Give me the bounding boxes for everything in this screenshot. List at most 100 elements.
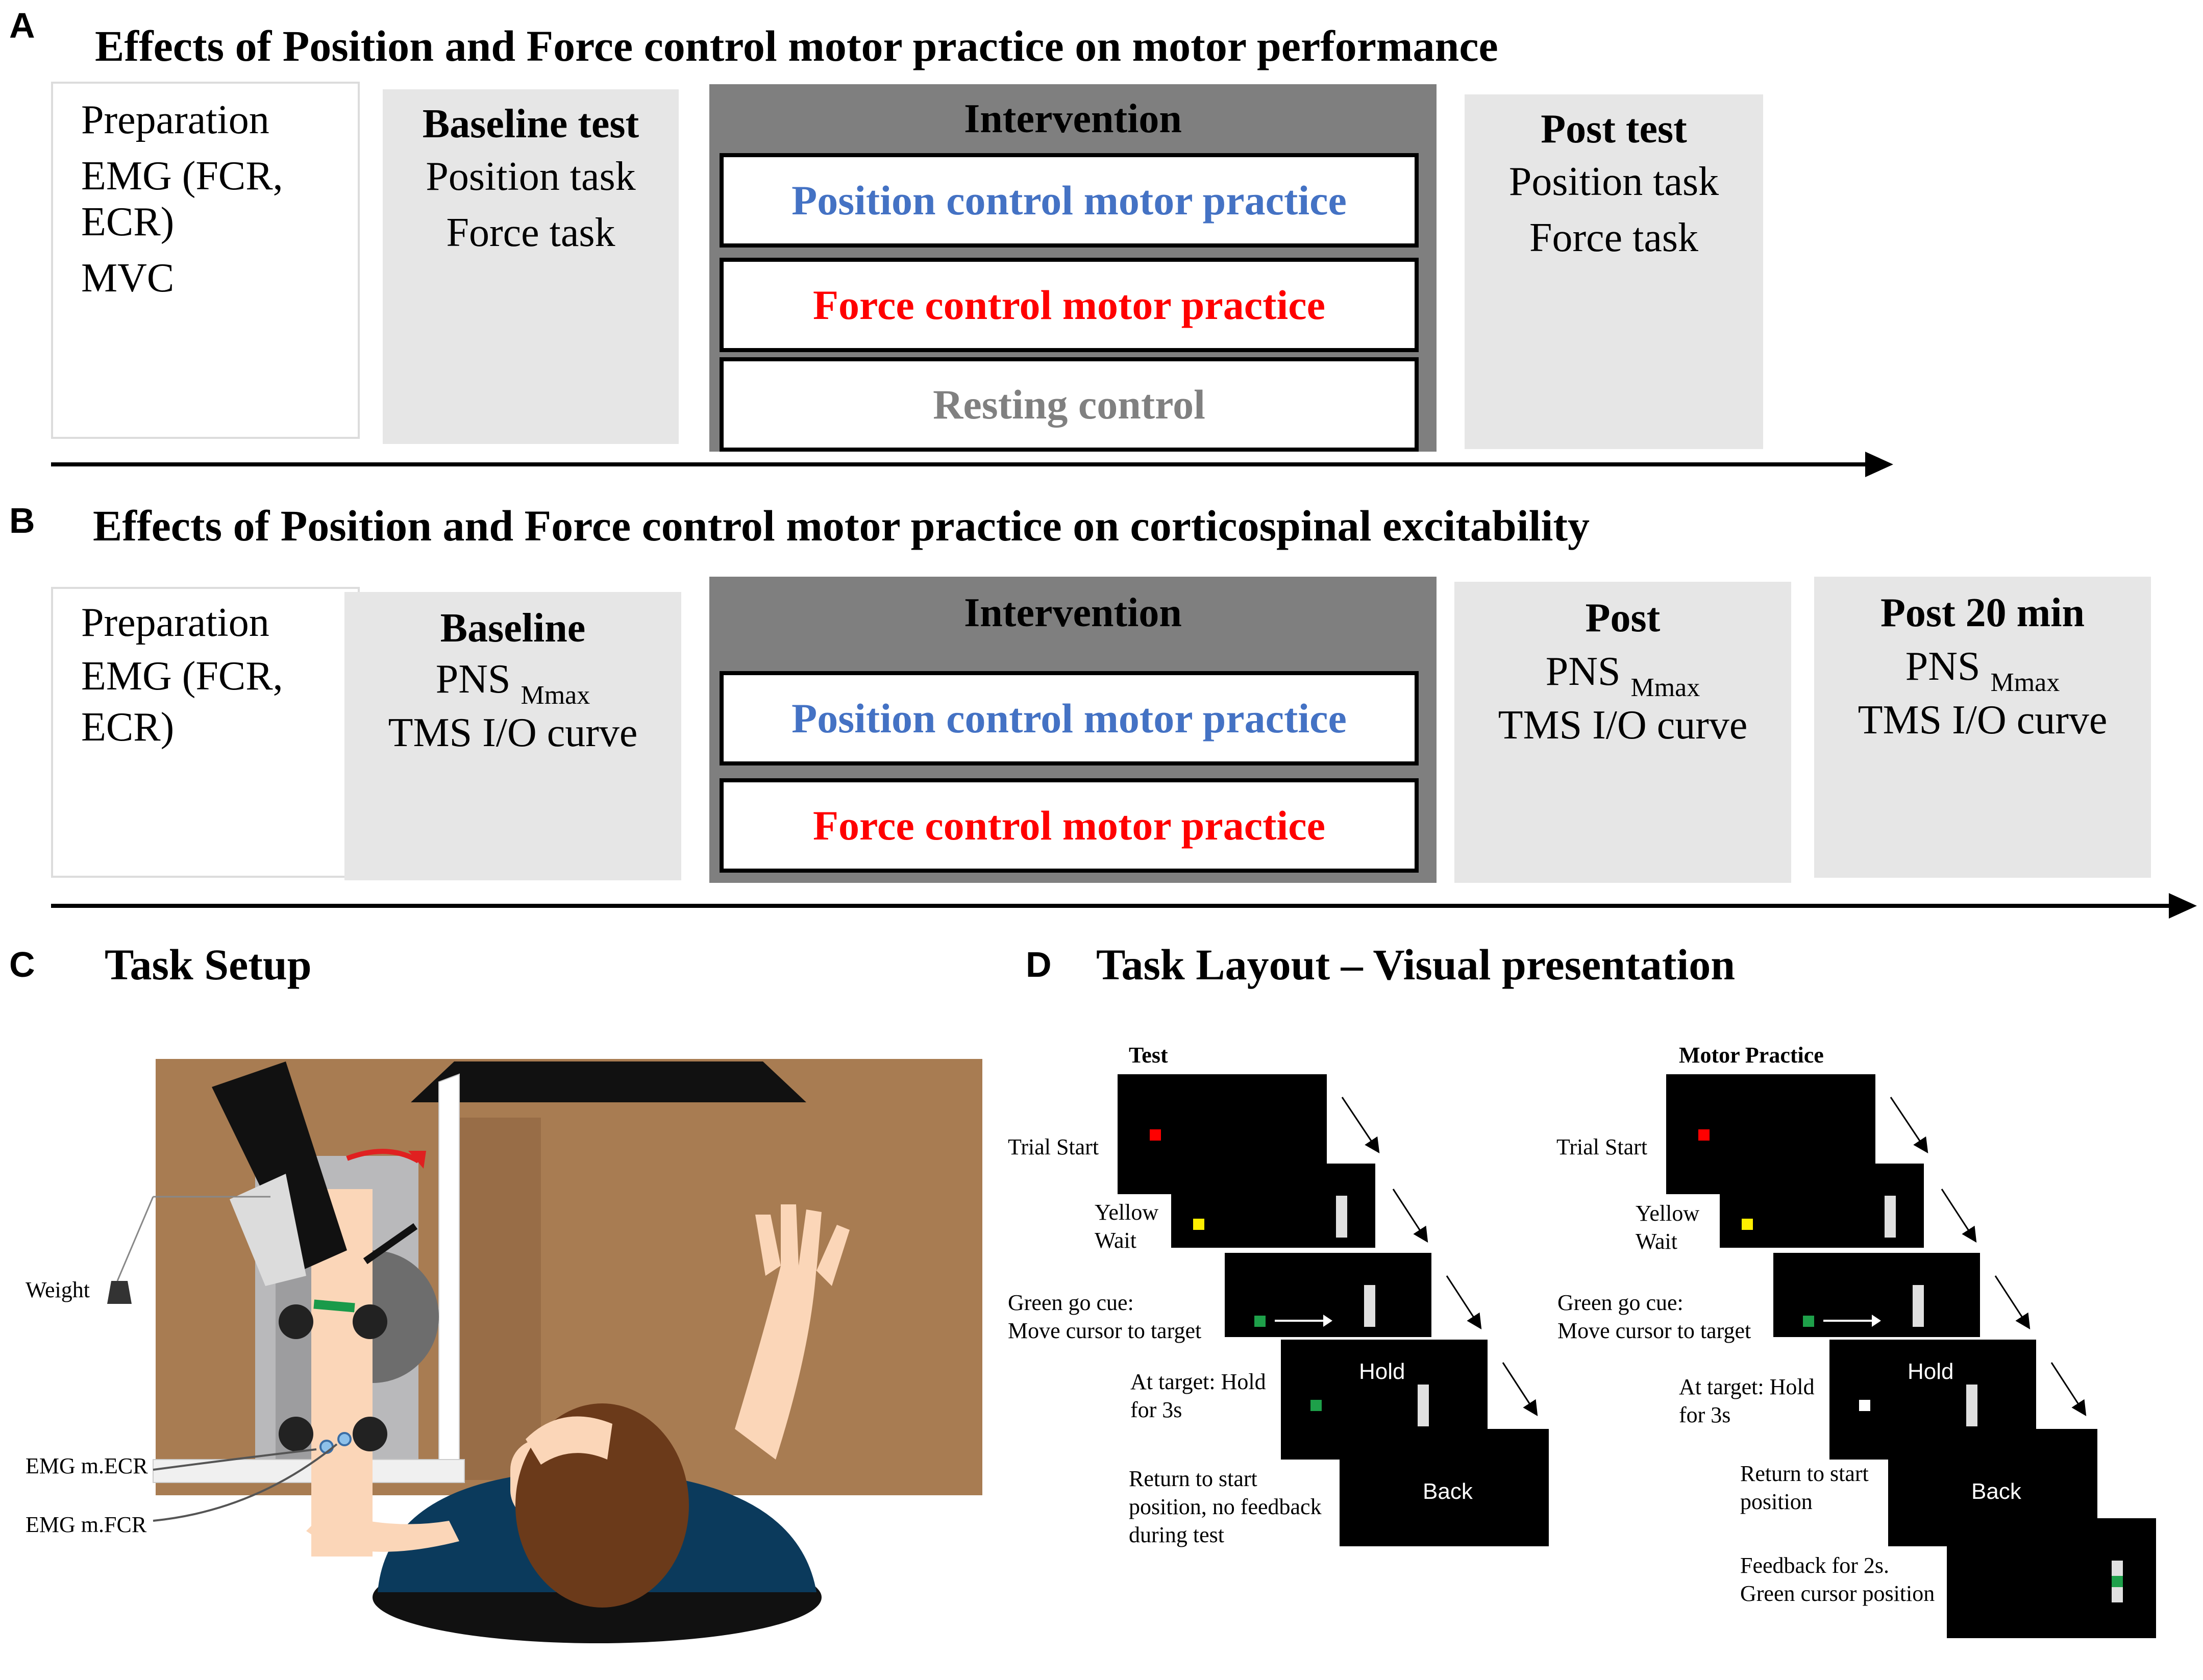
target-bar: [1885, 1196, 1896, 1238]
task-setup-illustration: [107, 1059, 982, 1643]
yellow-cursor: [1742, 1219, 1753, 1230]
test-screen-2: [1171, 1164, 1375, 1248]
practice-screen-3: [1773, 1253, 1980, 1337]
a-force-practice-box: Force control motor practice: [720, 258, 1419, 352]
b-prep-line-2: EMG (FCR,: [81, 654, 283, 699]
a-prep-line-2: EMG (FCR,: [81, 154, 283, 199]
target-bar: [1364, 1285, 1375, 1327]
a-baseline-title: Baseline test: [422, 102, 639, 146]
b-post-pns-label: PNS: [1545, 649, 1621, 694]
practice-step-2: Yellow Wait: [1636, 1201, 1700, 1254]
b-preparation-box: Preparation EMG (FCR, ECR): [51, 587, 360, 878]
test-screen-5: Back: [1340, 1429, 1549, 1546]
emg-ecr-label: EMG m.ECR: [26, 1453, 148, 1478]
white-cursor: [1859, 1400, 1870, 1411]
b-post20-title: Post 20 min: [1880, 590, 2085, 635]
a-prep-line-1: Preparation: [81, 97, 269, 142]
panel-d-title: Task Layout – Visual presentation: [1096, 940, 1736, 989]
test-step-1: Trial Start: [1008, 1134, 1099, 1159]
target-bar: [1966, 1385, 1977, 1426]
panel-c-letter: C: [9, 945, 35, 984]
practice-screen-2: [1720, 1164, 1924, 1248]
green-cursor: [1803, 1316, 1814, 1327]
b-post-title: Post: [1585, 596, 1661, 640]
hold-text: Hold: [1359, 1359, 1405, 1384]
test-step-2: Yellow Wait: [1095, 1200, 1159, 1253]
panel-a-title: Effects of Position and Force control mo…: [95, 21, 1498, 70]
b-position-practice-label: Position control motor practice: [791, 695, 1347, 742]
yellow-cursor: [1193, 1219, 1204, 1230]
hold-text: Hold: [1908, 1359, 1954, 1384]
back-text: Back: [1971, 1479, 2021, 1504]
b-post20-pns: PNS Mmax: [1814, 643, 2151, 697]
a-baseline-line-2: Force task: [446, 210, 615, 255]
a-prep-line-4: MVC: [81, 256, 175, 301]
b-baseline-tms: TMS I/O curve: [388, 710, 638, 755]
splint: [212, 1061, 347, 1271]
green-cursor: [1254, 1316, 1266, 1327]
back-text: Back: [1423, 1479, 1473, 1504]
b-post20-pns-label: PNS: [1905, 644, 1981, 689]
a-timeline-arrow: [51, 452, 1893, 477]
a-force-practice-label: Force control motor practice: [812, 281, 1326, 328]
a-post-title: Post test: [1541, 107, 1687, 152]
a-position-practice-box: Position control motor practice: [720, 153, 1419, 248]
test-step-3: Green go cue: Move cursor to target: [1008, 1290, 1202, 1343]
a-post-box: Post test Position task Force task: [1465, 94, 1763, 449]
a-baseline-line-1: Position task: [426, 154, 636, 199]
b-post20-pns-sub: Mmax: [1990, 668, 2060, 697]
a-post-line-2: Force task: [1529, 215, 1698, 260]
green-strap: [313, 1299, 355, 1313]
red-cursor: [1698, 1129, 1710, 1141]
a-baseline-box: Baseline test Position task Force task: [383, 89, 679, 444]
b-post-tms: TMS I/O curve: [1498, 703, 1748, 748]
panel-c-title: Task Setup: [105, 940, 312, 989]
b-post20-tms: TMS I/O curve: [1858, 698, 2108, 743]
test-screen-3: [1225, 1253, 1431, 1337]
a-prep-line-3: ECR): [81, 200, 175, 244]
monitor-icon: [411, 1061, 806, 1102]
practice-step-1: Trial Start: [1556, 1134, 1648, 1159]
panel-b-title: Effects of Position and Force control mo…: [93, 501, 1590, 550]
b-baseline-title: Baseline: [440, 606, 586, 651]
b-intervention-box: Intervention Position control motor prac…: [709, 577, 1437, 883]
b-post-pns-sub: Mmax: [1630, 673, 1700, 702]
practice-step-5: Return to start position: [1740, 1461, 1869, 1514]
b-post-box: Post PNS Mmax TMS I/O curve: [1454, 582, 1791, 883]
panel-a-letter: A: [9, 6, 35, 45]
green-cursor: [1310, 1400, 1322, 1411]
b-timeline-arrow: [51, 893, 2197, 919]
a-resting-control-label: Resting control: [933, 381, 1205, 428]
emg-fcr-label: EMG m.FCR: [26, 1512, 147, 1537]
practice-step-6: Feedback for 2s. Green cursor position: [1740, 1553, 1935, 1606]
b-position-practice-box: Position control motor practice: [720, 671, 1419, 765]
b-baseline-box: Baseline PNS Mmax TMS I/O curve: [344, 592, 681, 880]
b-post-pns: PNS Mmax: [1454, 648, 1791, 702]
b-prep-line-3: ECR): [81, 705, 175, 750]
practice-step-4: At target: Hold for 3s: [1679, 1374, 1815, 1427]
b-baseline-pns-sub: Mmax: [521, 681, 590, 710]
target-bar: [1913, 1285, 1924, 1327]
red-cursor: [1150, 1129, 1161, 1141]
b-baseline-pns: PNS Mmax: [344, 656, 681, 710]
b-prep-line-1: Preparation: [81, 600, 269, 645]
panel-d-letter: D: [1026, 945, 1052, 984]
target-bar: [1336, 1196, 1347, 1238]
test-step-4: At target: Hold for 3s: [1130, 1369, 1266, 1422]
test-title: Test: [1129, 1043, 1168, 1068]
a-post-line-1: Position task: [1508, 159, 1719, 204]
weight-label: Weight: [26, 1277, 90, 1302]
practice-title: Motor Practice: [1679, 1043, 1824, 1068]
a-resting-control-box: Resting control: [720, 357, 1419, 452]
weight-icon: [107, 1281, 132, 1304]
practice-step-3: Green go cue: Move cursor to target: [1557, 1290, 1751, 1343]
b-force-practice-box: Force control motor practice: [720, 778, 1419, 873]
practice-screen-6: [1947, 1518, 2156, 1638]
target-bar: [1418, 1385, 1429, 1426]
a-preparation-box: Preparation EMG (FCR, ECR) MVC: [51, 82, 360, 439]
b-baseline-pns-label: PNS: [435, 657, 511, 702]
b-post20-box: Post 20 min PNS Mmax TMS I/O curve: [1814, 577, 2151, 878]
green-feedback-cursor: [2112, 1576, 2123, 1587]
a-intervention-title: Intervention: [964, 96, 1182, 141]
